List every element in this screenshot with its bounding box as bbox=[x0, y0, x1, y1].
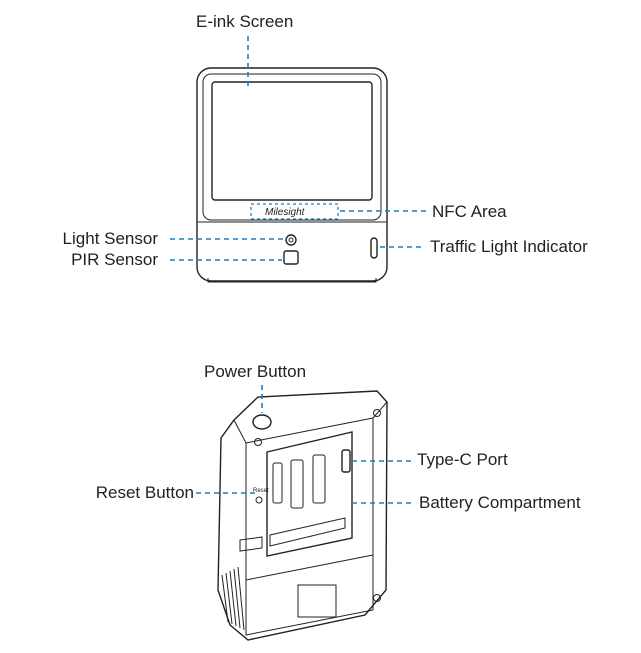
front-device: Milesight bbox=[196, 67, 388, 283]
light-sensor bbox=[285, 234, 297, 246]
front-bezel bbox=[202, 73, 382, 221]
lower-panel bbox=[297, 584, 337, 618]
label-battery-compartment: Battery Compartment bbox=[419, 493, 581, 512]
light-sensor-inner bbox=[288, 237, 294, 243]
battery-slot-1 bbox=[290, 459, 304, 509]
back-device: Reset bbox=[217, 390, 388, 641]
label-traffic-light-indicator: Traffic Light Indicator bbox=[430, 237, 588, 256]
power-button bbox=[252, 414, 272, 430]
label-light-sensor: Light Sensor bbox=[62, 229, 158, 248]
back-panel bbox=[245, 417, 374, 636]
top-edge-right bbox=[372, 401, 388, 419]
nfc-area-box bbox=[250, 203, 339, 220]
reset-button bbox=[255, 496, 263, 504]
battery-slot-2 bbox=[312, 454, 326, 504]
top-edge-left bbox=[233, 419, 247, 444]
label-nfc-area: NFC Area bbox=[432, 202, 507, 221]
side-vents bbox=[221, 566, 245, 631]
milesight-logo: Milesight bbox=[265, 207, 306, 218]
label-pir-sensor: PIR Sensor bbox=[71, 250, 158, 269]
label-type-c-port: Type-C Port bbox=[417, 450, 508, 469]
reset-marking: Reset bbox=[253, 488, 269, 494]
front-housing-outline bbox=[196, 67, 388, 282]
lower-seam bbox=[245, 554, 374, 581]
label-eink-screen: E-ink Screen bbox=[196, 12, 294, 31]
reset-tab bbox=[239, 536, 263, 552]
screw-hole bbox=[373, 594, 381, 602]
type-c-port bbox=[341, 449, 351, 473]
battery-compartment bbox=[266, 431, 353, 557]
front-base-lip bbox=[207, 278, 377, 283]
battery-slot-3 bbox=[272, 462, 283, 504]
screw-hole bbox=[254, 438, 262, 446]
label-power-button: Power Button bbox=[204, 362, 307, 381]
traffic-light-indicator bbox=[370, 237, 378, 259]
screw-hole bbox=[373, 409, 381, 417]
back-housing-outline bbox=[217, 390, 388, 641]
battery-clip bbox=[269, 517, 346, 547]
eink-screen bbox=[211, 81, 373, 201]
pir-sensor bbox=[283, 250, 299, 265]
label-reset-button: Reset Button bbox=[95, 483, 194, 502]
